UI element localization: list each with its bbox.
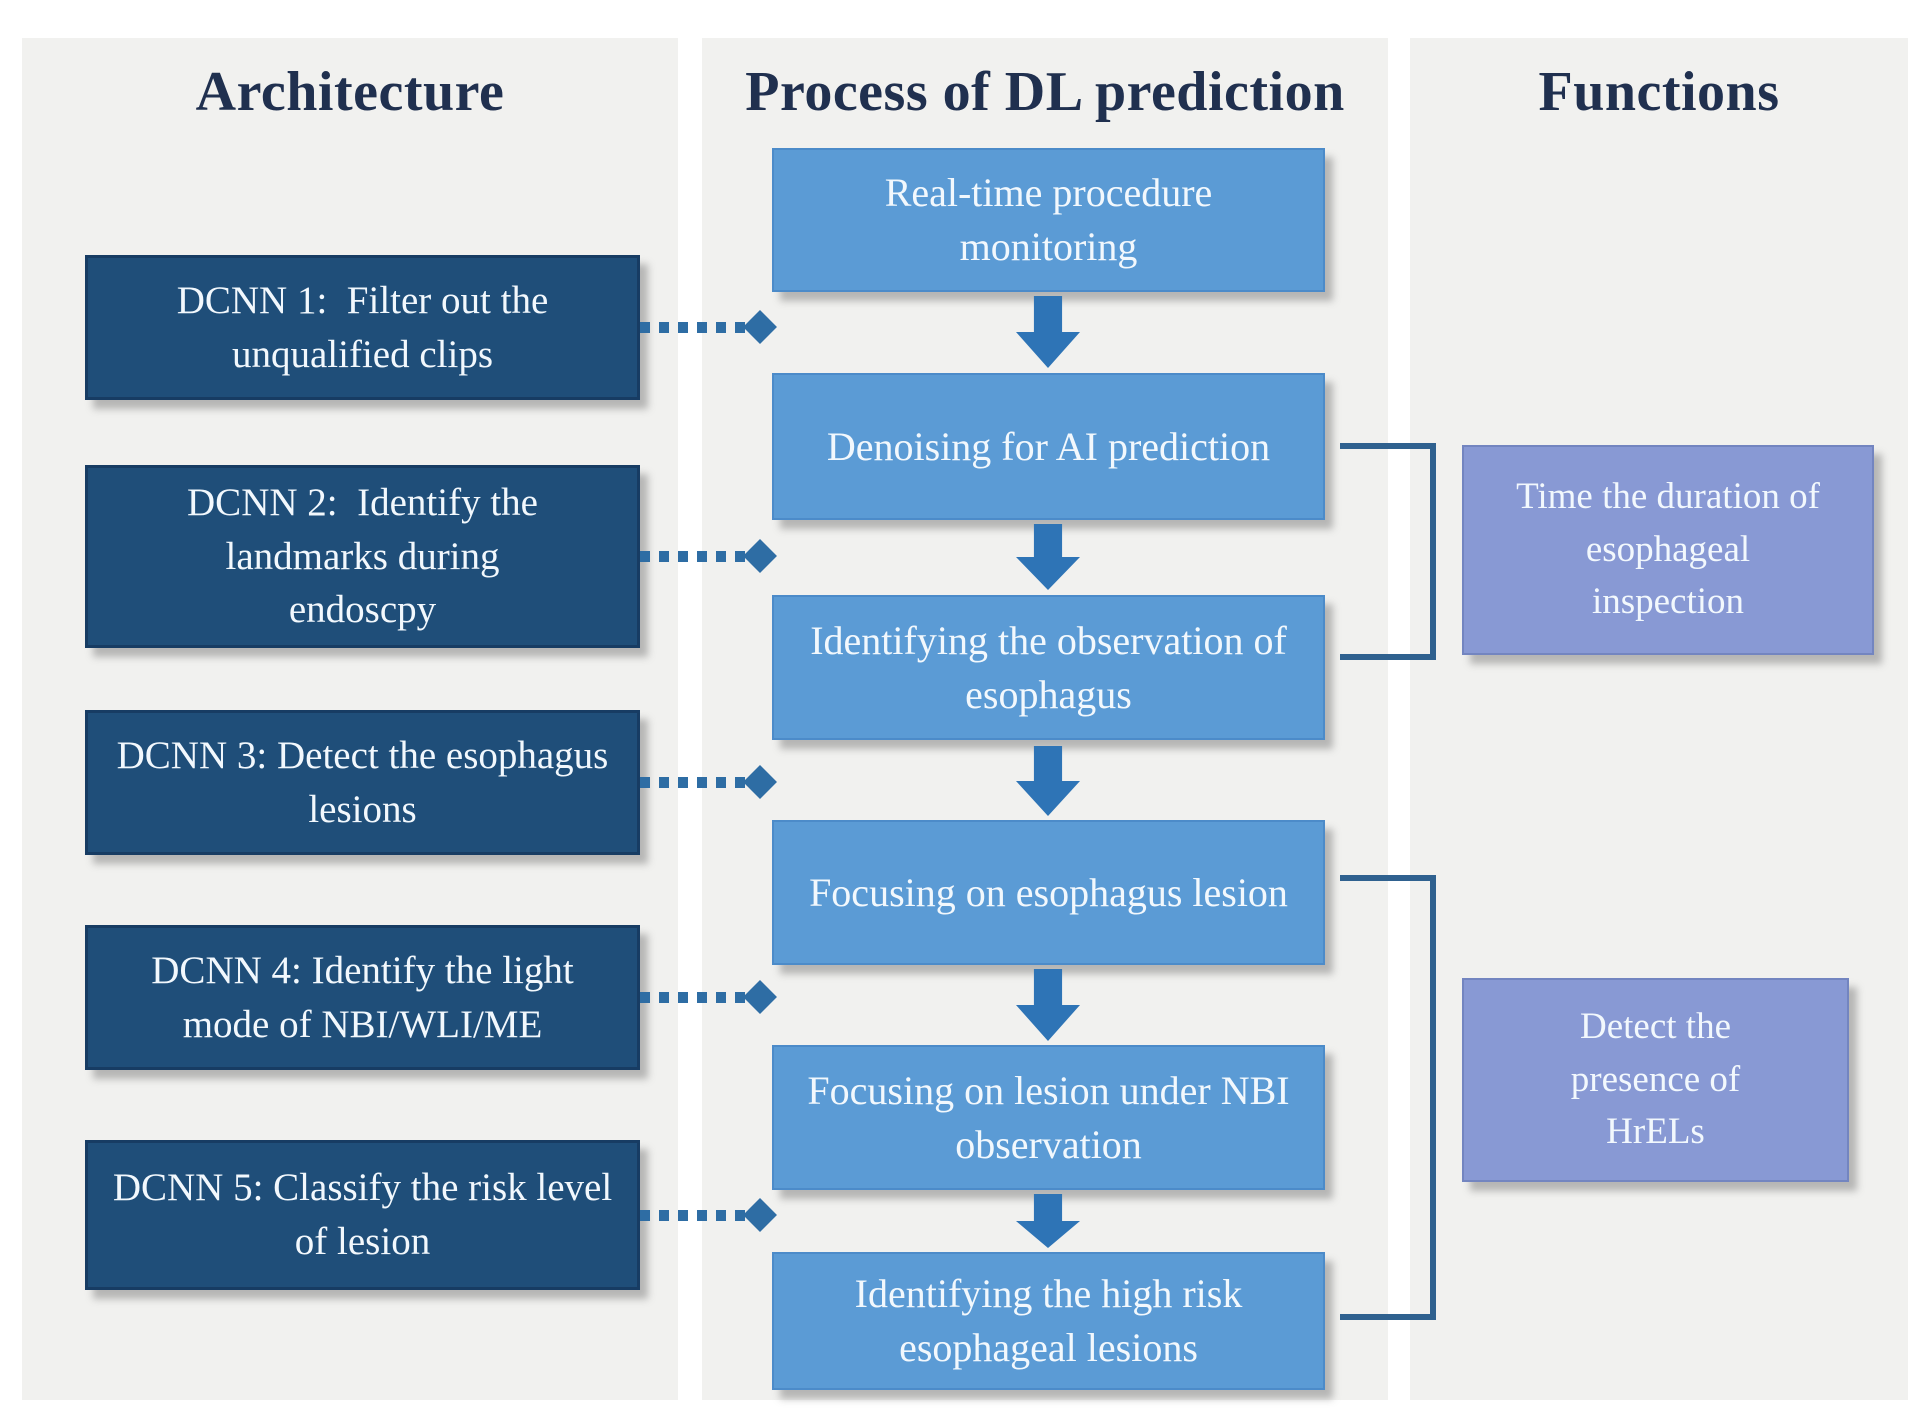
process-step-1: Real-time procedure monitoring bbox=[772, 148, 1325, 292]
dcnn-box-5-label: DCNN 5: Classify the risk level of lesio… bbox=[108, 1161, 617, 1269]
dcnn-box-3-label: DCNN 3: Detect the esophagus lesions bbox=[108, 729, 617, 837]
functions-column-panel: Functions bbox=[1410, 38, 1908, 1400]
function-box-time-duration: Time the duration of esophageal inspecti… bbox=[1462, 445, 1874, 655]
dcnn-box-5: DCNN 5: Classify the risk level of lesio… bbox=[85, 1140, 640, 1290]
dcnn-box-1-label: DCNN 1: Filter out the unqualified clips bbox=[108, 274, 617, 382]
process-step-5: Focusing on lesion under NBI observation bbox=[772, 1045, 1325, 1190]
dcnn-box-4: DCNN 4: Identify the light mode of NBI/W… bbox=[85, 925, 640, 1070]
architecture-header: Architecture bbox=[22, 38, 678, 124]
process-step-6-label: Identifying the high risk esophageal les… bbox=[792, 1267, 1305, 1375]
dotted-connector-3 bbox=[640, 777, 750, 788]
process-step-2-label: Denoising for AI prediction bbox=[827, 420, 1270, 474]
dotted-connector-2 bbox=[640, 551, 750, 562]
dcnn-box-2-label: DCNN 2: Identify the landmarks during en… bbox=[153, 476, 573, 637]
process-header: Process of DL prediction bbox=[702, 38, 1388, 124]
functions-header: Functions bbox=[1410, 38, 1908, 124]
dotted-connector-4 bbox=[640, 992, 750, 1003]
bracket-connector-1 bbox=[1340, 443, 1436, 660]
dcnn-box-4-label: DCNN 4: Identify the light mode of NBI/W… bbox=[108, 944, 617, 1052]
process-step-1-label: Real-time procedure monitoring bbox=[792, 166, 1305, 274]
process-step-4: Focusing on esophagus lesion bbox=[772, 820, 1325, 965]
process-step-4-label: Focusing on esophagus lesion bbox=[809, 866, 1288, 920]
process-step-6: Identifying the high risk esophageal les… bbox=[772, 1252, 1325, 1390]
process-step-3-label: Identifying the observation of esophagus bbox=[792, 614, 1305, 722]
function-box-detect-hrels: Detect the presence of HrELs bbox=[1462, 978, 1849, 1182]
dotted-connector-1 bbox=[640, 322, 750, 333]
dotted-connector-5 bbox=[640, 1210, 750, 1221]
function-box-time-duration-label: Time the duration of esophageal inspecti… bbox=[1513, 471, 1823, 629]
process-step-3: Identifying the observation of esophagus bbox=[772, 595, 1325, 740]
bracket-connector-2 bbox=[1340, 875, 1436, 1320]
function-box-detect-hrels-label: Detect the presence of HrELs bbox=[1548, 1001, 1763, 1159]
dcnn-box-1: DCNN 1: Filter out the unqualified clips bbox=[85, 255, 640, 400]
dcnn-box-3: DCNN 3: Detect the esophagus lesions bbox=[85, 710, 640, 855]
process-step-5-label: Focusing on lesion under NBI observation bbox=[792, 1064, 1305, 1172]
dcnn-box-2: DCNN 2: Identify the landmarks during en… bbox=[85, 465, 640, 648]
process-step-2: Denoising for AI prediction bbox=[772, 373, 1325, 520]
